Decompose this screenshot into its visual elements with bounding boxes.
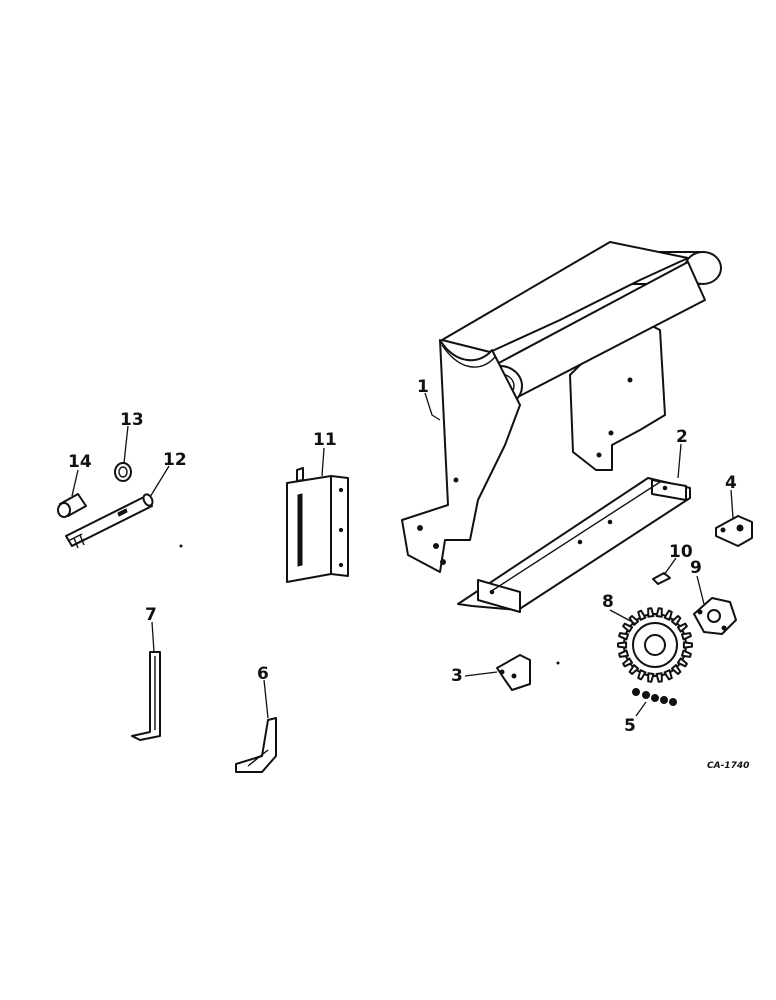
sprocket-tooth (655, 607, 663, 618)
part-11-slotted-bracket (286, 467, 349, 583)
callout-10: 10 (669, 542, 693, 562)
sprocket-tooth (670, 664, 682, 675)
part-9-flange (693, 597, 737, 635)
part-13-bushing (114, 462, 132, 482)
sprocket-tooth (676, 622, 688, 633)
sprocket-tooth (637, 669, 647, 681)
part-12-shaft (65, 493, 154, 549)
sprocket-tooth (618, 649, 629, 658)
callout-4: 4 (725, 473, 737, 493)
sprocket-tooth (663, 669, 673, 681)
callout-9: 9 (690, 558, 702, 578)
part-3-bracket (496, 654, 531, 691)
sprocket-tooth (628, 664, 640, 675)
sprocket-tooth (622, 657, 634, 668)
callout-6: 6 (257, 664, 269, 684)
part-14-sleeve (57, 493, 87, 518)
part-7-strap (131, 651, 161, 741)
callout-12: 12 (163, 450, 187, 470)
callout-11: 11 (313, 430, 337, 450)
part-2-channel (457, 477, 691, 613)
sprocket-tooth (622, 622, 634, 633)
part-5-hardware (632, 688, 677, 706)
sprocket-tooth (647, 607, 655, 618)
callout-14: 14 (68, 452, 92, 472)
sprocket-tooth (647, 672, 655, 683)
sprocket-tooth (663, 609, 673, 621)
sprocket-tooth (637, 609, 647, 621)
sprocket-tooth (628, 615, 640, 626)
callout-1: 1 (417, 377, 429, 397)
part-4-bearing-bracket (715, 515, 753, 547)
sprocket-tooth (682, 641, 693, 649)
callouts: 1 2 3 4 5 6 7 8 9 10 11 12 13 14 (68, 377, 737, 736)
callout-5: 5 (624, 716, 636, 736)
leader-lines (71, 392, 734, 719)
sprocket-tooth (681, 632, 692, 641)
callout-7: 7 (145, 605, 157, 625)
callout-8: 8 (602, 592, 614, 612)
sprocket-tooth (618, 632, 629, 641)
part-8-sprocket (617, 607, 693, 683)
part-1-frame (401, 241, 722, 573)
part-10-key (652, 572, 671, 585)
callout-2: 2 (676, 427, 688, 447)
sprocket-tooth (655, 672, 663, 683)
sprocket-tooth (681, 649, 692, 658)
sprocket-tooth (617, 641, 628, 649)
drawing-code: CA-1740 (707, 761, 749, 771)
callout-3: 3 (451, 666, 463, 686)
sprocket-tooth (676, 657, 688, 668)
callout-13: 13 (120, 410, 144, 430)
sprocket-tooth (670, 615, 682, 626)
part-6-l-bracket (235, 717, 277, 773)
